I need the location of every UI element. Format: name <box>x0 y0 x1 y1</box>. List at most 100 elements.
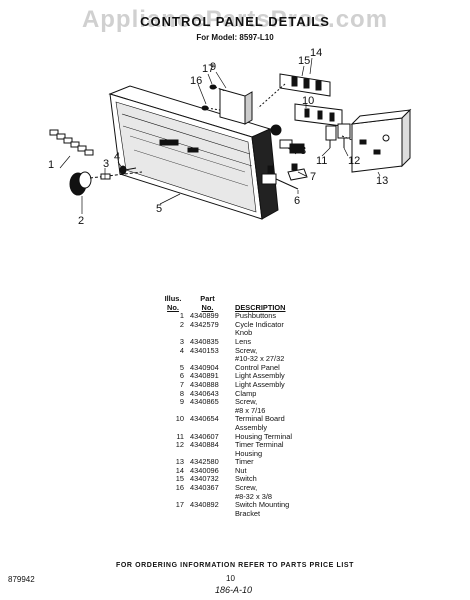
callout-9: 9 <box>210 61 216 73</box>
illus-header-bottom: No. <box>167 302 179 312</box>
illus-number: 16 <box>175 483 184 493</box>
callout-4: 4 <box>114 151 120 163</box>
part-description: Housing Terminal <box>235 431 292 441</box>
part-description: Timer Terminal Housing <box>235 440 284 458</box>
callout-7: 7 <box>310 171 316 183</box>
part-number: 4340899 <box>190 311 219 321</box>
handwritten-note: 186-A-10 <box>215 585 253 595</box>
part-description: Pushbuttons <box>235 311 277 321</box>
illus-number: 6 <box>179 371 184 381</box>
callout-17: 17 <box>202 63 214 75</box>
control-panel-drawing <box>108 85 279 220</box>
part-number: 4340654 <box>190 414 219 424</box>
part-description: Clamp <box>235 388 257 398</box>
timer-drawing <box>341 108 412 173</box>
pushbuttons-drawing <box>49 129 94 156</box>
page-title: CONTROL PANEL DETAILS <box>140 14 330 29</box>
table-row: 8 4340643 Clamp <box>162 388 295 399</box>
part-description: Cycle Indicator Knob <box>235 319 284 338</box>
part-number: 4340865 <box>190 397 219 407</box>
table-row: 4 4340153 Screw, #10-32 x 27/32 <box>162 345 295 364</box>
watermark-text: AppliancePartsPros.com <box>81 6 389 33</box>
part-header-bottom: No. <box>201 302 214 312</box>
part-number: 4340884 <box>190 440 219 450</box>
table-row: 6 4340891 Light Assembly <box>162 372 295 381</box>
callout-6: 6 <box>294 195 300 207</box>
part-number: 4340891 <box>190 371 219 381</box>
part-number: 4340153 <box>190 345 219 355</box>
table-row: 10 4340654 Terminal Board Assembly <box>162 414 295 432</box>
light-assembly-drawing <box>261 124 308 190</box>
part-description: Control Panel <box>235 362 280 372</box>
part-description: Light Assembly <box>235 371 285 381</box>
callout-13: 13 <box>376 175 388 187</box>
illus-number: 9 <box>179 397 184 407</box>
illus-number: 5 <box>179 362 184 372</box>
description-header: DESCRIPTION <box>235 302 286 312</box>
illus-number: 4 <box>179 345 184 355</box>
table-row: 13 4342580 Timer <box>162 458 295 467</box>
part-description: Switch <box>235 474 257 484</box>
ordering-instruction: FOR ORDERING INFORMATION REFER TO PARTS … <box>115 562 355 569</box>
callout-8: 8 <box>300 145 306 157</box>
part-description: Screw, #8 x 7/16 <box>235 397 266 415</box>
table-row: 17 4340892 Switch Mounting Bracket <box>162 500 295 518</box>
table-row: 11 4340607 Housing Terminal <box>162 431 295 442</box>
part-description: Light Assembly <box>235 379 285 389</box>
part-description: Screw, #10-32 x 27/32 <box>235 345 285 364</box>
part-header-top: Part <box>200 294 215 303</box>
illus-number: 13 <box>175 457 184 467</box>
part-number: 4340096 <box>190 465 219 475</box>
knob-drawing <box>69 171 143 196</box>
illus-number: 15 <box>175 474 184 484</box>
illus-header-top: Illus. <box>164 294 182 303</box>
callout-1: 1 <box>48 159 54 171</box>
page-number: 10 <box>226 574 235 583</box>
part-number: 4340607 <box>190 431 219 441</box>
part-number: 4340888 <box>190 379 219 389</box>
illus-number: 1 <box>179 311 184 321</box>
part-description: Switch Mounting Bracket <box>235 500 290 518</box>
part-description: Screw, #8-32 x 3/8 <box>235 483 272 501</box>
parts-list-table: Illus. Part No. No. DESCRIPTION 1 4340899… <box>162 294 295 518</box>
illus-number: 2 <box>179 319 184 329</box>
illus-number: 8 <box>179 388 184 398</box>
table-row: 9 4340865 Screw, #8 x 7/16 <box>162 397 295 415</box>
callout-15: 15 <box>298 55 310 67</box>
model-subtitle: For Model: 8597-L10 <box>196 33 274 42</box>
bracket-drawing <box>201 84 253 125</box>
illus-number: 10 <box>175 414 184 424</box>
document-code: 879942 <box>8 575 35 584</box>
illus-number: 7 <box>179 379 184 389</box>
part-number: 4340904 <box>190 362 219 372</box>
illus-number: 12 <box>175 440 184 450</box>
part-number: 4340892 <box>190 500 219 510</box>
callout-14: 14 <box>310 47 322 59</box>
table-row: 5 4340904 Control Panel <box>162 362 295 373</box>
terminal-board-drawing <box>294 103 343 127</box>
part-description: Lens <box>235 336 252 346</box>
callout-10: 10 <box>302 95 314 107</box>
part-description: Terminal Board Assembly <box>235 414 285 432</box>
illus-number: 17 <box>175 500 184 510</box>
illus-number: 14 <box>175 465 184 475</box>
part-number: 4340835 <box>190 336 219 346</box>
part-description: Timer <box>235 457 254 467</box>
illus-number: 11 <box>176 431 184 441</box>
table-row: 12 4340884 Timer Terminal Housing <box>162 440 295 458</box>
part-number: 4340643 <box>190 388 219 398</box>
part-number: 4340732 <box>190 474 219 484</box>
part-number: 4342580 <box>190 457 219 467</box>
callout-3: 3 <box>103 158 109 170</box>
callout-5: 5 <box>156 203 162 215</box>
table-header-row-2: No. No. DESCRIPTION <box>162 302 295 313</box>
housing-terminal-drawing <box>325 123 351 148</box>
table-row: 15 4340732 Switch <box>162 475 295 484</box>
screw-drawing <box>119 165 137 175</box>
